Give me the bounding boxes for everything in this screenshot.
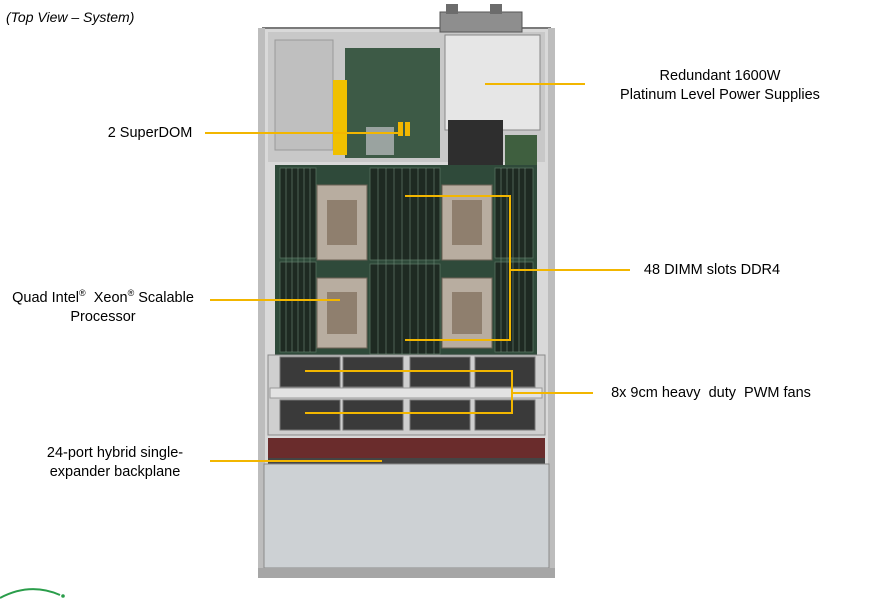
fan-6 [342, 399, 404, 431]
fan-divider [269, 387, 543, 399]
cpu-core-2 [452, 200, 482, 245]
dimm-group-2 [369, 167, 441, 261]
backplane-label-line-2: expander backplane [49, 464, 181, 480]
riser-area [274, 39, 334, 151]
fan-8 [474, 399, 536, 431]
dimm-slot-lines [285, 168, 526, 354]
superdom-port-2 [405, 122, 410, 136]
callout-superdom: 2 SuperDOM [107, 125, 193, 141]
front-bezel [258, 568, 555, 578]
power-supply-bay [444, 34, 541, 131]
dimm-group-3 [494, 167, 534, 259]
cpu-heatsinks [316, 184, 493, 349]
riser-card-label [333, 80, 347, 155]
callout-power-supplies: Redundant 1600W Platinum Level Power Sup… [600, 67, 840, 105]
backplane-label-line-1: 24-port hybrid single- [46, 445, 184, 461]
callout-fans: 8x 9cm heavy duty PWM fans [611, 385, 811, 401]
psu-label-line-1: Redundant 1600W [659, 68, 781, 84]
callout-processor: Quad Intel® Xeon® Scalable Processor [0, 284, 206, 327]
drive-cage [263, 463, 550, 569]
callout-backplane: 24-port hybrid single- expander backplan… [20, 444, 210, 482]
psu-latch-left [446, 4, 458, 14]
chipset-heatsink [366, 127, 394, 155]
left-rail [258, 28, 265, 576]
cpu-core-4 [452, 292, 482, 334]
figure-caption: (Top View – System) [6, 9, 135, 25]
backplane-edge [268, 458, 545, 464]
cpu-label-line-1: Quad Intel® Xeon® Scalable [12, 288, 194, 306]
cpu-label-line-2: Processor [70, 308, 136, 325]
psu-handles [439, 11, 523, 33]
psu-latch-right [490, 4, 502, 14]
leader-lines [205, 83, 630, 462]
cpu-core-1 [327, 200, 357, 245]
psu-connector-block [448, 120, 503, 168]
logo-arc [0, 588, 61, 599]
fan-5 [279, 399, 341, 431]
cpu-core-3 [327, 292, 357, 334]
superdom-port-1 [398, 122, 403, 136]
right-rail [548, 28, 555, 576]
psu-label-line-2: Platinum Level Power Supplies [620, 87, 820, 103]
callout-dimm-slots: 48 DIMM slots DDR4 [643, 262, 781, 278]
leader-dimm-bracket [405, 195, 511, 341]
dimm-group-6 [494, 261, 534, 353]
logo-dot [61, 594, 65, 598]
fan-7 [409, 399, 471, 431]
